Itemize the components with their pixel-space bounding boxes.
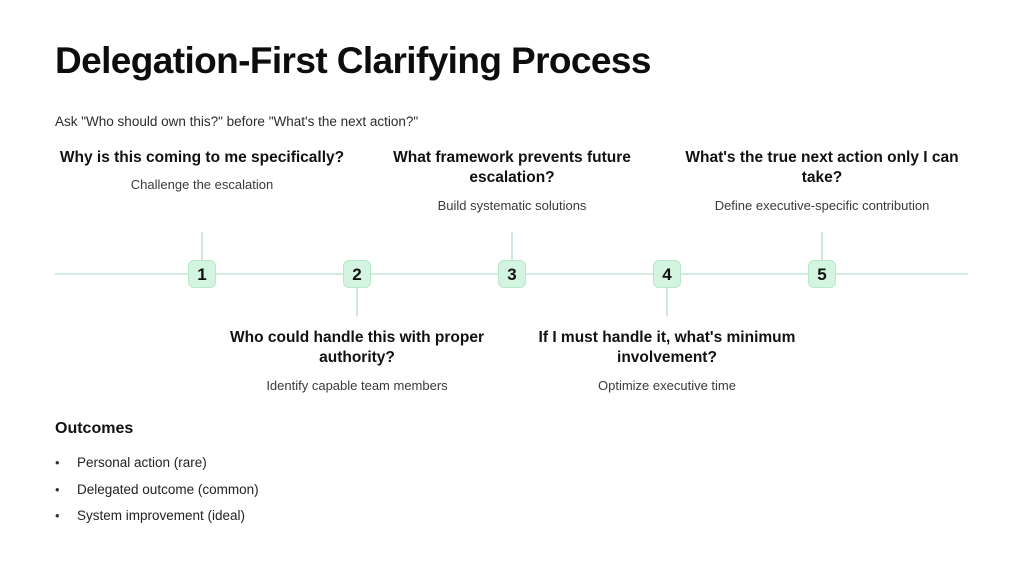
timeline-connector-down: [356, 288, 358, 316]
timeline: Why is this coming to me specifically? C…: [52, 148, 972, 395]
outcome-text: Personal action (rare): [77, 455, 207, 470]
timeline-label-3: What framework prevents future escalatio…: [362, 148, 662, 215]
timeline-label-1: Why is this coming to me specifically? C…: [52, 148, 352, 194]
outcomes-section: Outcomes • Personal action (rare) • Dele…: [55, 420, 259, 536]
timeline-label-title: If I must handle it, what's minimum invo…: [538, 329, 796, 367]
timeline-label-title: What's the true next action only I can t…: [685, 149, 959, 187]
bullet-icon: •: [55, 508, 60, 523]
bullet-icon: •: [55, 455, 60, 470]
timeline-label-subtitle: Identify capable team members: [266, 377, 448, 393]
list-item: • Personal action (rare): [55, 456, 259, 470]
timeline-connector-down: [666, 288, 668, 316]
timeline-marker-4[interactable]: 4: [653, 260, 681, 288]
timeline-connector-up: [201, 232, 203, 260]
timeline-label-subtitle: Challenge the escalation: [130, 177, 274, 193]
timeline-marker-2[interactable]: 2: [343, 260, 371, 288]
page-title: Delegation-First Clarifying Process: [55, 40, 651, 81]
timeline-connector-up: [821, 232, 823, 260]
page-subtitle: Ask "Who should own this?" before "What'…: [55, 114, 419, 129]
outcome-text: System improvement (ideal): [77, 508, 246, 523]
timeline-label-subtitle: Define executive-specific contribution: [714, 197, 930, 213]
timeline-label-2: Who could handle this with proper author…: [207, 328, 507, 395]
timeline-connector-up: [511, 232, 513, 260]
timeline-label-title: Who could handle this with proper author…: [229, 329, 485, 367]
list-item: • System improvement (ideal): [55, 509, 259, 523]
outcome-text: Delegated outcome (common): [77, 481, 259, 497]
timeline-label-title: What framework prevents future escalatio…: [393, 149, 631, 187]
list-item: • Delegated outcome (common): [55, 481, 259, 497]
timeline-label-5: What's the true next action only I can t…: [672, 148, 972, 215]
timeline-label-title: Why is this coming to me specifically?: [59, 149, 345, 166]
timeline-marker-3[interactable]: 3: [498, 260, 526, 288]
bullet-icon: •: [55, 481, 60, 497]
timeline-label-4: If I must handle it, what's minimum invo…: [517, 328, 817, 395]
outcomes-heading: Outcomes: [55, 420, 134, 437]
timeline-label-subtitle: Optimize executive time: [598, 377, 736, 393]
timeline-label-subtitle: Build systematic solutions: [437, 197, 587, 213]
timeline-marker-1[interactable]: 1: [188, 260, 216, 288]
timeline-marker-5[interactable]: 5: [808, 260, 836, 288]
